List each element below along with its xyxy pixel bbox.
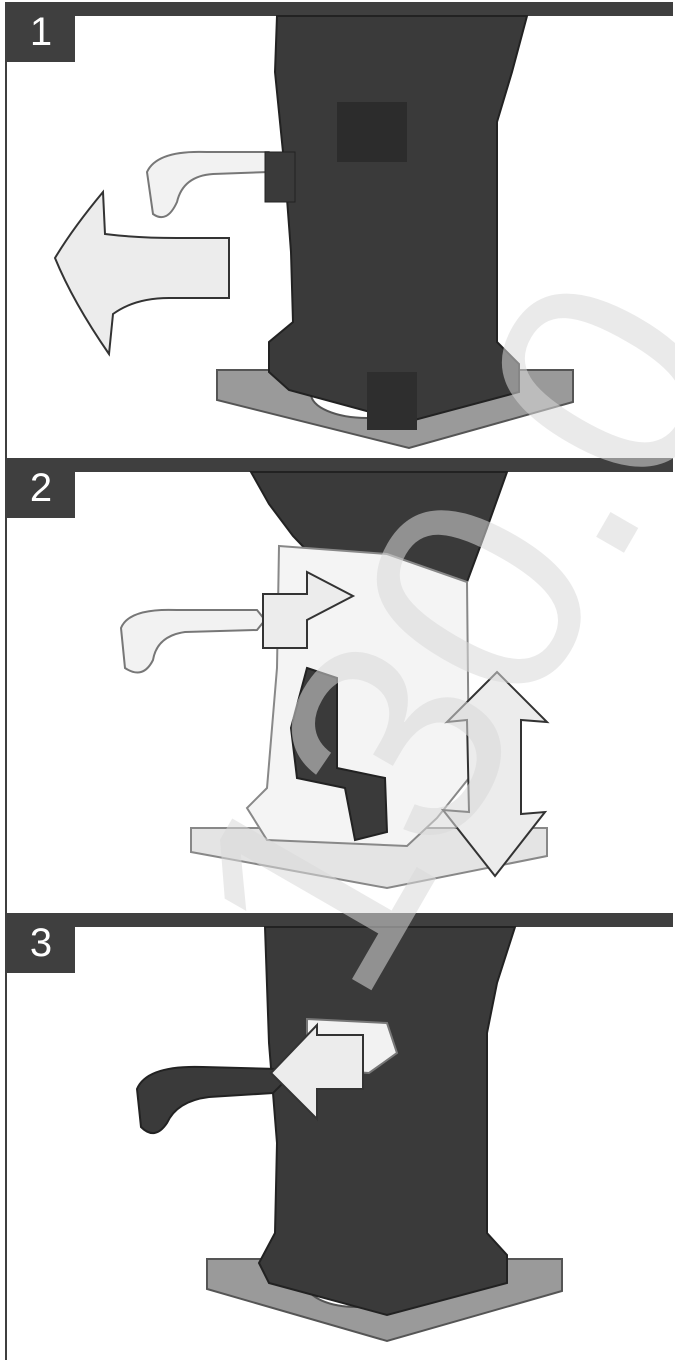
step-number-badge: 1	[7, 2, 75, 62]
router-adjust-height-icon	[119, 471, 550, 890]
step-number-badge: 2	[7, 458, 75, 518]
router-lock-lever-icon	[135, 926, 563, 1343]
step-panel-3: 3	[5, 913, 673, 1360]
panel-header-bar	[7, 458, 673, 472]
step-number-badge: 3	[7, 913, 75, 973]
router-release-lever-icon	[53, 15, 574, 450]
panel-header-bar	[7, 2, 673, 16]
panel-header-bar	[7, 913, 673, 927]
step-panel-1: 1	[5, 2, 673, 458]
step-panel-2: 2	[5, 458, 673, 913]
